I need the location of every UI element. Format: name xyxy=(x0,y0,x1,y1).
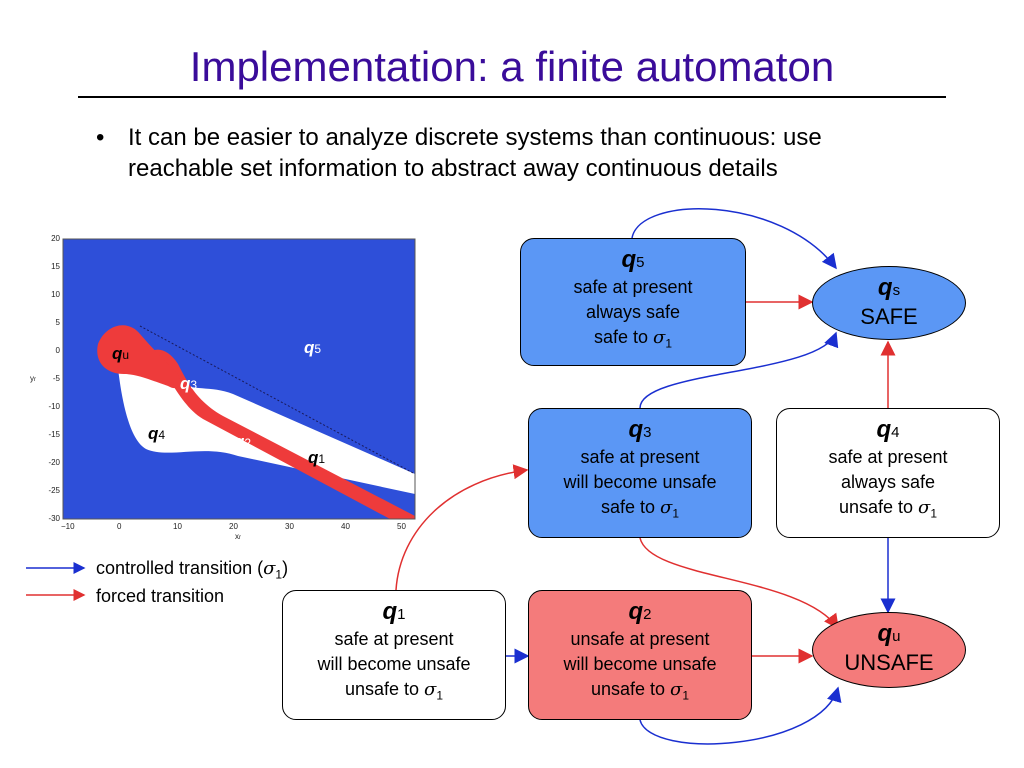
legend-forced: forced transition xyxy=(96,586,225,606)
slide-title: Implementation: a finite automaton xyxy=(189,43,835,90)
state-q5[interactable]: q5 safe at present always safe safe to σ… xyxy=(520,238,746,366)
state-qs[interactable]: qs SAFE xyxy=(812,266,966,340)
y-tick-label: 20 xyxy=(51,234,60,243)
y-tick-label: -25 xyxy=(48,486,60,495)
state-q3[interactable]: q3 safe at present will become unsafe sa… xyxy=(528,408,752,538)
arrow-q1-q3-forced xyxy=(395,464,529,591)
x-tick-label: 30 xyxy=(285,522,294,531)
label-q4: q4 xyxy=(148,424,166,443)
region-safe-unsafe-future xyxy=(116,349,415,494)
state-q4[interactable]: q4 safe at present always safe unsafe to… xyxy=(776,408,1000,538)
x-tick-label: 40 xyxy=(341,522,350,531)
y-tick-label: 10 xyxy=(51,290,60,299)
x-tick-label: −10 xyxy=(61,522,75,531)
label-qu: qu xyxy=(112,344,130,363)
reach-set-plot-svg xyxy=(62,238,416,520)
label-q3: q3 xyxy=(180,374,198,393)
legend-arrows xyxy=(26,562,86,601)
x-tick-label: 50 xyxy=(397,522,406,531)
y-tick-label: -10 xyxy=(48,402,60,411)
x-tick-label: 0 xyxy=(117,522,122,531)
y-tick-label: 5 xyxy=(55,318,60,327)
state-q1[interactable]: q1 safe at present will become unsafe un… xyxy=(282,590,506,720)
bullet-text: It can be easier to analyze discrete sys… xyxy=(128,124,822,182)
plot-frame xyxy=(62,238,416,520)
arrow-q3-qs-controlled xyxy=(639,331,839,409)
y-tick-label: -5 xyxy=(52,374,60,383)
arrow-q5-qs-controlled xyxy=(631,208,837,270)
label-q5: q5 xyxy=(304,338,322,357)
title-divider xyxy=(78,96,946,98)
legend-controlled: controlled transition (σ1) xyxy=(96,558,289,582)
y-tick-label: -20 xyxy=(48,458,60,467)
x-axis-label: xr xyxy=(235,532,241,541)
x-tick-label: 10 xyxy=(173,522,182,531)
y-tick-label: 15 xyxy=(51,262,60,271)
arrow-q2-qu-controlled xyxy=(639,686,842,745)
y-axis-label: yr xyxy=(30,374,36,383)
region-qu xyxy=(97,325,181,389)
region-q2-band xyxy=(148,349,415,519)
y-tick-label: -30 xyxy=(48,514,60,523)
state-qu[interactable]: qu UNSAFE xyxy=(812,612,966,688)
arrow-q3-qu-forced xyxy=(639,537,839,630)
bullet-marker: • xyxy=(96,124,105,151)
label-q1: q1 xyxy=(308,448,326,467)
x-tick-label: 20 xyxy=(229,522,238,531)
state-q2[interactable]: q2 unsafe at present will become unsafe … xyxy=(528,590,752,720)
label-q2: q2 xyxy=(234,432,252,451)
y-tick-label: -15 xyxy=(48,430,60,439)
boundary-dashed xyxy=(139,325,416,475)
y-tick-label: 0 xyxy=(55,346,60,355)
